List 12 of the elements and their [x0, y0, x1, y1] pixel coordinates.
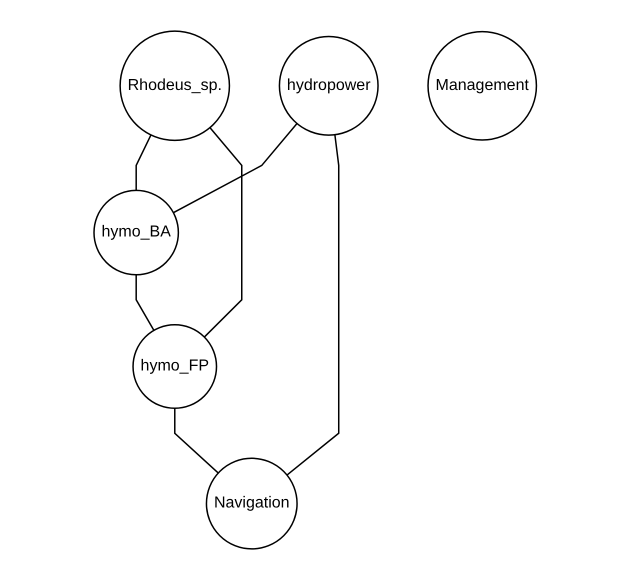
node-circle: Management — [428, 30, 538, 141]
connector — [136, 134, 152, 190]
connector — [173, 123, 298, 214]
node-circle: Navigation — [206, 458, 298, 550]
node-circle: hymo_FP — [132, 324, 218, 410]
node-circle: hydropower — [278, 36, 380, 136]
connector — [286, 134, 340, 476]
connector — [136, 274, 155, 331]
connector — [174, 408, 220, 474]
node-circle: hymo_BA — [94, 190, 180, 276]
node-circle: Rhodeus_sp. — [120, 30, 230, 142]
connector — [204, 127, 243, 338]
